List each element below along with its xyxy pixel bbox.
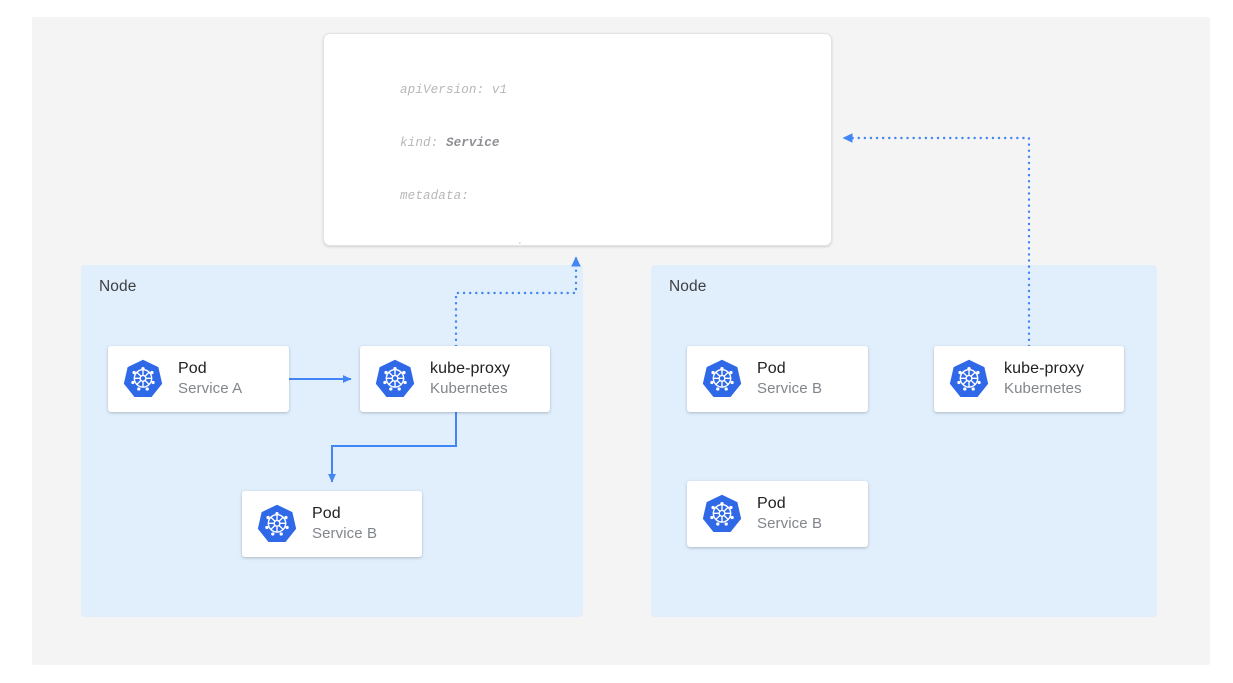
- kubernetes-icon: [375, 359, 415, 397]
- card-subtitle: Service B: [312, 525, 378, 543]
- yaml-line-name: name: my-service: [400, 241, 714, 245]
- card-subtitle: Kubernetes: [1004, 380, 1082, 398]
- card-title: Pod: [312, 505, 341, 523]
- card-pod-service-b-left[interactable]: Pod Service B: [242, 491, 422, 557]
- card-subtitle: Service B: [757, 380, 823, 398]
- card-subtitle: Service A: [178, 380, 243, 398]
- card-kube-proxy-left[interactable]: kube-proxy Kubernetes: [360, 346, 550, 412]
- card-title: Pod: [757, 360, 786, 378]
- yaml-line-apiversion: apiVersion: v1: [400, 83, 508, 98]
- kubernetes-icon: [949, 359, 989, 397]
- kubernetes-icon: [257, 504, 297, 542]
- card-text: Pod Service B: [757, 359, 822, 399]
- card-title: Pod: [757, 495, 786, 513]
- yaml-kind-key: kind:: [400, 135, 446, 150]
- node-container-right: Node: [651, 265, 1157, 617]
- card-title: Pod: [178, 360, 207, 378]
- yaml-line-metadata: metadata:: [400, 188, 469, 203]
- card-pod-service-a[interactable]: Pod Service A: [108, 346, 289, 412]
- yaml-line-kind: kind: Service: [400, 135, 714, 153]
- node-label: Node: [99, 278, 137, 295]
- card-text: kube-proxy Kubernetes: [1004, 359, 1084, 399]
- node-container-left: Node: [81, 265, 583, 617]
- kubernetes-icon: [702, 494, 742, 532]
- service-manifest-code: apiVersion: v1 kind: Service metadata: n…: [400, 47, 714, 245]
- card-text: Pod Service A: [178, 359, 242, 399]
- card-text: kube-proxy Kubernetes: [430, 359, 510, 399]
- card-kube-proxy-right[interactable]: kube-proxy Kubernetes: [934, 346, 1124, 412]
- card-pod-service-b-right-top[interactable]: Pod Service B: [687, 346, 868, 412]
- card-text: Pod Service B: [757, 494, 822, 534]
- card-text: Pod Service B: [312, 504, 377, 544]
- card-title: kube-proxy: [1004, 360, 1085, 378]
- card-subtitle: Kubernetes: [430, 380, 508, 398]
- card-title: kube-proxy: [430, 360, 511, 378]
- kubernetes-icon: [702, 359, 742, 397]
- yaml-kind-value: Service: [445, 135, 500, 150]
- kubernetes-icon: [123, 359, 163, 397]
- card-pod-service-b-right-bottom[interactable]: Pod Service B: [687, 481, 868, 547]
- service-manifest-panel: apiVersion: v1 kind: Service metadata: n…: [323, 33, 832, 246]
- card-subtitle: Service B: [757, 515, 823, 533]
- node-label: Node: [669, 278, 707, 295]
